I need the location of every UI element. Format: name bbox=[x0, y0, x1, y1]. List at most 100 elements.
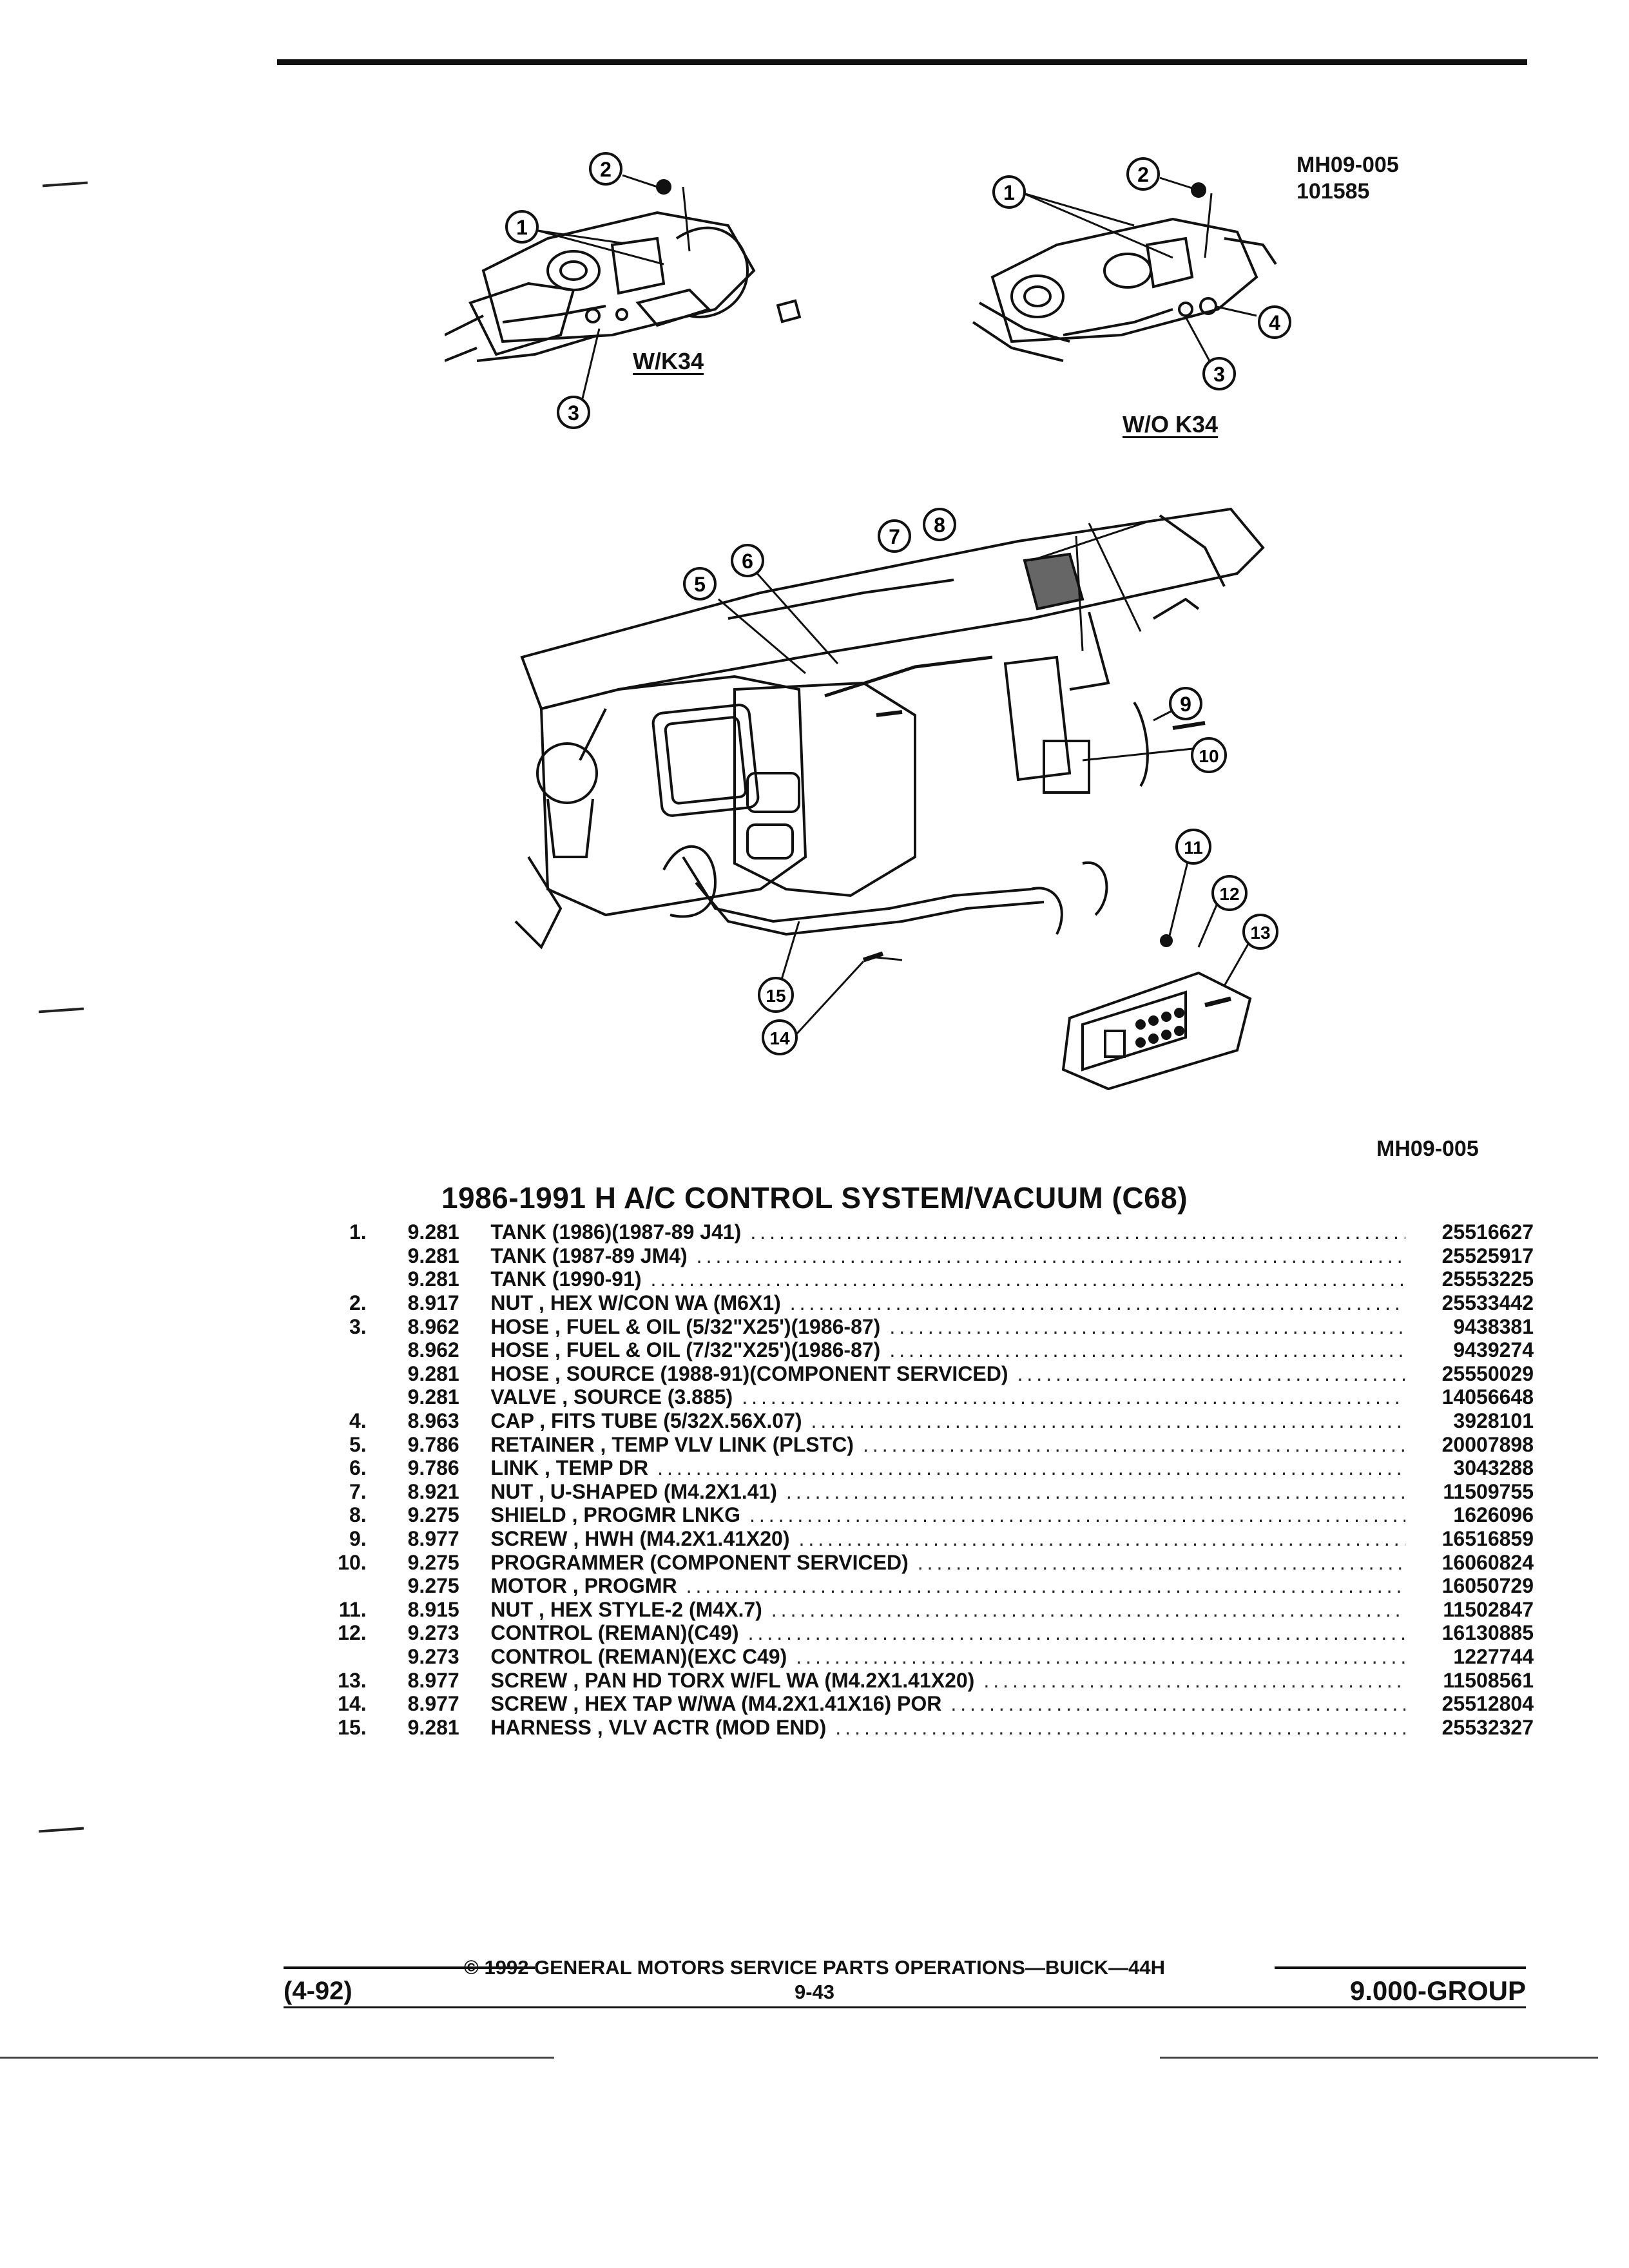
group-code: 9.273 bbox=[407, 1644, 459, 1668]
group-code: 9.281 bbox=[407, 1361, 459, 1385]
figure-id-top: MH09-005 101585 bbox=[1296, 152, 1399, 205]
svg-text:11: 11 bbox=[1184, 838, 1203, 858]
svg-text:1: 1 bbox=[516, 216, 528, 239]
svg-text:14: 14 bbox=[769, 1028, 790, 1048]
part-number: 16516859 bbox=[1441, 1527, 1534, 1551]
part-number: 16050729 bbox=[1441, 1574, 1534, 1598]
page-bottom-rule-left bbox=[0, 2057, 554, 2059]
dot-leader: ........................................… bbox=[657, 1456, 1406, 1480]
group-code: 9.281 bbox=[407, 1385, 459, 1409]
figure-id: MH09-005 bbox=[1296, 153, 1399, 177]
ref-number: 1. bbox=[349, 1220, 367, 1244]
dot-leader: ........................................… bbox=[889, 1314, 1405, 1338]
margin-mark bbox=[38, 1007, 84, 1014]
dot-leader: ........................................… bbox=[835, 1715, 1406, 1739]
callout-10: 10 bbox=[1191, 737, 1227, 773]
ref-number: 4. bbox=[349, 1409, 367, 1433]
part-number: 9438381 bbox=[1453, 1314, 1534, 1338]
part-description-cell: CONTROL (REMAN)(C49)....................… bbox=[490, 1621, 1405, 1645]
callout-7: 7 bbox=[878, 519, 911, 553]
ref-number: 7. bbox=[349, 1479, 367, 1503]
part-number: 1626096 bbox=[1453, 1503, 1534, 1527]
illustration-with-k34: 2 1 3 bbox=[445, 152, 802, 429]
callout-4: 4 bbox=[1258, 305, 1291, 339]
callout-9: 9 bbox=[1169, 687, 1202, 720]
svg-text:2: 2 bbox=[1137, 163, 1149, 186]
part-description-cell: NUT , U-SHAPED (M4.2X1.41)..............… bbox=[490, 1480, 1405, 1504]
part-description: NUT , U-SHAPED (M4.2X1.41) bbox=[490, 1479, 777, 1503]
callout-5: 5 bbox=[683, 567, 717, 601]
part-description: PROGRAMMER (COMPONENT SERVICED) bbox=[490, 1550, 909, 1574]
part-number: 25553225 bbox=[1441, 1267, 1534, 1291]
part-description-cell: NUT , HEX W/CON WA (M6X1)...............… bbox=[490, 1291, 1405, 1315]
ref-number bbox=[303, 1362, 408, 1386]
part-number: 3043288 bbox=[1453, 1456, 1534, 1480]
part-description: NUT , HEX W/CON WA (M6X1) bbox=[490, 1291, 781, 1315]
dot-leader: ........................................… bbox=[950, 1692, 1405, 1716]
part-description: HOSE , FUEL & OIL (5/32"X25')(1986-87) bbox=[490, 1314, 881, 1338]
part-description-cell: LINK , TEMP DR..........................… bbox=[490, 1456, 1405, 1480]
part-description: VALVE , SOURCE (3.885) bbox=[490, 1385, 733, 1409]
part-description: SCREW , PAN HD TORX W/FL WA (M4.2X1.41X2… bbox=[490, 1668, 975, 1692]
part-number: 9439274 bbox=[1453, 1338, 1534, 1362]
part-description-cell: CAP , FITS TUBE (5/32X.56X.07)..........… bbox=[490, 1409, 1405, 1433]
dot-leader: ........................................… bbox=[983, 1668, 1406, 1692]
callout-6: 6 bbox=[731, 544, 764, 577]
part-description: CAP , FITS TUBE (5/32X.56X.07) bbox=[490, 1409, 802, 1433]
part-description: LINK , TEMP DR bbox=[490, 1456, 649, 1480]
top-rule bbox=[277, 59, 1527, 65]
dot-leader: ........................................… bbox=[742, 1385, 1406, 1409]
part-description-cell: CONTROL (REMAN)(EXC C49)................… bbox=[490, 1645, 1405, 1669]
ref-number bbox=[303, 1385, 408, 1409]
ref-number bbox=[303, 1267, 408, 1291]
ref-number: 14. bbox=[338, 1692, 367, 1716]
part-description-cell: VALVE , SOURCE (3.885)..................… bbox=[490, 1385, 1405, 1409]
ref-number: 15. bbox=[338, 1715, 367, 1739]
group-code: 9.275 bbox=[407, 1550, 459, 1574]
dot-leader: ........................................… bbox=[789, 1291, 1406, 1315]
group-code: 8.921 bbox=[407, 1479, 459, 1503]
callout-3: 3 bbox=[1202, 357, 1236, 390]
section-title: 1986-1991 H A/C CONTROL SYSTEM/VACUUM (C… bbox=[441, 1181, 1188, 1215]
part-description-cell: MOTOR , PROGMR..........................… bbox=[490, 1574, 1405, 1598]
footer-bottom-rule bbox=[284, 2006, 1526, 2008]
part-number: 25525917 bbox=[1441, 1244, 1534, 1267]
part-number: 11509755 bbox=[1443, 1479, 1534, 1503]
group-code: 8.962 bbox=[407, 1338, 459, 1362]
dot-leader: ........................................… bbox=[889, 1338, 1405, 1362]
part-number: 16130885 bbox=[1441, 1621, 1534, 1645]
part-description: HARNESS , VLV ACTR (MOD END) bbox=[490, 1715, 827, 1739]
ref-number bbox=[303, 1574, 408, 1598]
group-code: 8.977 bbox=[407, 1527, 459, 1551]
part-number: 25512804 bbox=[1441, 1692, 1534, 1716]
part-description-cell: SCREW , HWH (M4.2X1.41X20)..............… bbox=[490, 1527, 1405, 1551]
svg-text:12: 12 bbox=[1219, 884, 1239, 904]
dot-leader: ........................................… bbox=[811, 1409, 1406, 1433]
ref-number: 10. bbox=[338, 1550, 367, 1574]
illustration-control-system: 5 6 7 8 9 10 11 12 13 14 15 bbox=[514, 507, 1278, 1091]
part-description: HOSE , FUEL & OIL (7/32"X25')(1986-87) bbox=[490, 1338, 881, 1362]
group-code: 8.917 bbox=[407, 1291, 459, 1315]
ref-number bbox=[303, 1645, 408, 1669]
svg-text:3: 3 bbox=[568, 401, 579, 425]
illustration-without-k34: 2 1 4 3 bbox=[972, 157, 1291, 390]
dot-leader: ........................................… bbox=[786, 1479, 1406, 1503]
group-code: 9.281 bbox=[407, 1220, 459, 1244]
svg-text:3: 3 bbox=[1213, 363, 1225, 386]
part-description: SHIELD , PROGMR LNKG bbox=[490, 1503, 740, 1527]
ref-number: 8. bbox=[349, 1503, 367, 1527]
page-bottom-rule-right bbox=[1160, 2057, 1598, 2059]
callout-14: 14 bbox=[762, 1019, 798, 1055]
revision-date: (4-92) bbox=[284, 1977, 352, 2005]
group-code: 9.275 bbox=[407, 1574, 459, 1598]
